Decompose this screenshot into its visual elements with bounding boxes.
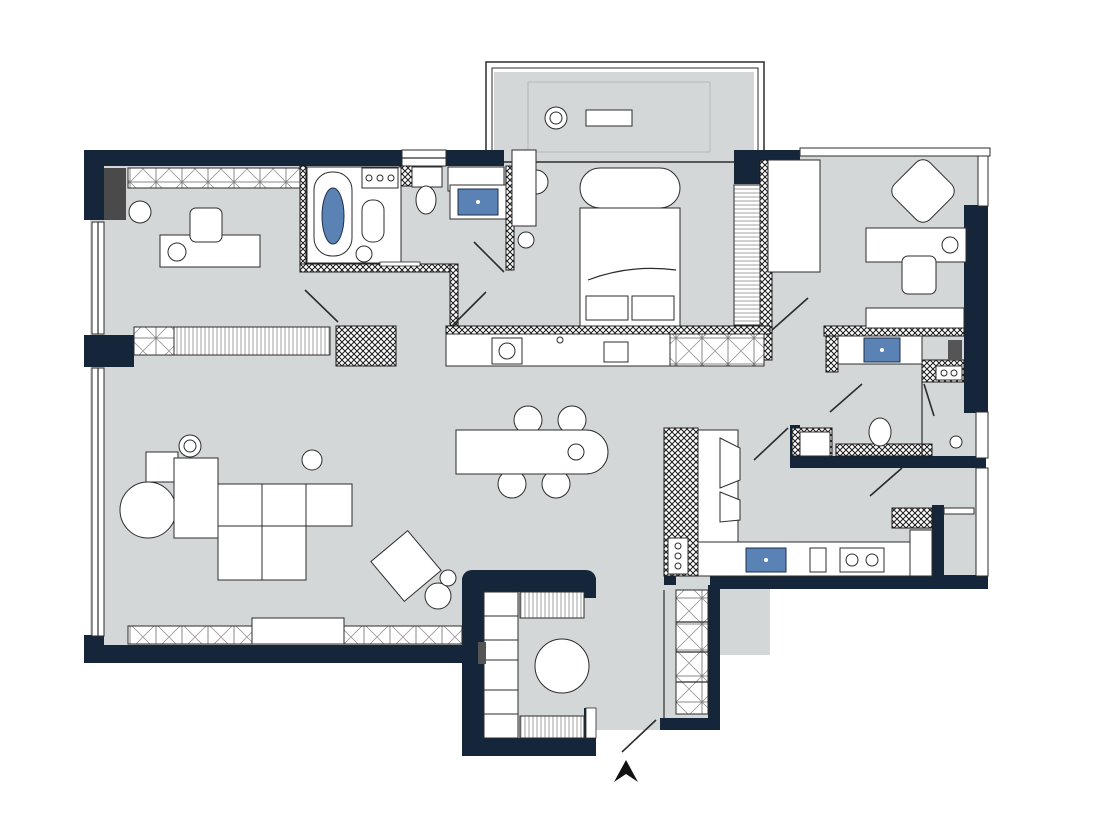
living-side-table <box>145 451 179 483</box>
vanity-counter <box>445 333 671 367</box>
entry-closet <box>483 591 519 739</box>
bedroom-door <box>451 291 487 327</box>
balcony-rug <box>527 81 711 153</box>
entrance-door[interactable] <box>621 719 657 753</box>
living-armchair <box>370 529 442 603</box>
wall-entry-west <box>462 578 484 756</box>
guest-bathroom <box>753 335 975 515</box>
study-nw <box>104 167 339 356</box>
sofa-arm <box>173 457 219 539</box>
kitchen-oven <box>667 537 689 575</box>
guest-bath-door <box>829 383 863 413</box>
chair-ne <box>901 255 937 295</box>
main-bathroom <box>306 166 507 327</box>
sofa-chaise <box>217 525 263 581</box>
utility-door <box>753 427 789 461</box>
sofa-seat <box>261 483 307 527</box>
windows <box>91 147 991 637</box>
entry-shoe-rack <box>519 591 585 619</box>
guest-faucet-panel <box>935 365 963 381</box>
cooktop <box>839 547 885 573</box>
master-bedroom <box>445 149 821 367</box>
bedroom-nightstand-lamp <box>517 231 535 249</box>
toilet <box>415 185 437 215</box>
entry-round-ottoman <box>534 638 590 694</box>
living-floor-lamp <box>178 434 202 458</box>
closet-door <box>771 297 809 331</box>
tv-unit <box>251 617 345 645</box>
dining-area <box>455 405 609 499</box>
kitchen <box>667 429 933 577</box>
sofa-seat <box>217 483 263 527</box>
study-chair <box>189 207 223 243</box>
bed <box>579 207 681 327</box>
armchair-side-table <box>424 582 452 610</box>
study-wall-cabinet <box>127 167 301 189</box>
balcony-side-table <box>544 106 568 130</box>
bidet <box>361 199 385 243</box>
bathroom-door <box>473 241 505 273</box>
dining-table <box>455 429 609 475</box>
shelf-ne <box>865 307 965 329</box>
balcony <box>485 61 765 163</box>
entry-coat-rack <box>519 715 585 739</box>
utility-floor-drain <box>949 435 963 449</box>
guest-toilet <box>868 417 892 447</box>
living-pouf <box>301 449 323 471</box>
wall-entry-north <box>462 570 596 594</box>
bedroom-closet-rail <box>733 184 761 326</box>
wall-north-west <box>84 150 504 166</box>
study-door <box>304 289 339 323</box>
sofa-seat <box>305 483 353 527</box>
living-room <box>119 434 463 645</box>
corridor-cabinet <box>669 333 765 367</box>
study-floor-lamp <box>128 200 152 224</box>
bath-vanity <box>361 167 399 189</box>
north-arrow-icon <box>614 760 638 782</box>
wall-south-west <box>84 645 474 663</box>
sofa-chaise <box>261 525 307 581</box>
armchair-ne <box>891 159 955 223</box>
living-round-table <box>119 481 177 539</box>
wall-east <box>964 205 988 413</box>
balcony-bench <box>585 109 633 127</box>
dresser <box>767 159 821 273</box>
laundry-door <box>869 467 903 497</box>
bathtub-water <box>321 187 345 245</box>
entrance-hall <box>478 589 709 782</box>
bedroom-wardrobe <box>511 149 537 227</box>
study-ne <box>865 159 967 329</box>
bed-headboard <box>579 167 681 209</box>
kitchen-sink <box>745 547 787 573</box>
